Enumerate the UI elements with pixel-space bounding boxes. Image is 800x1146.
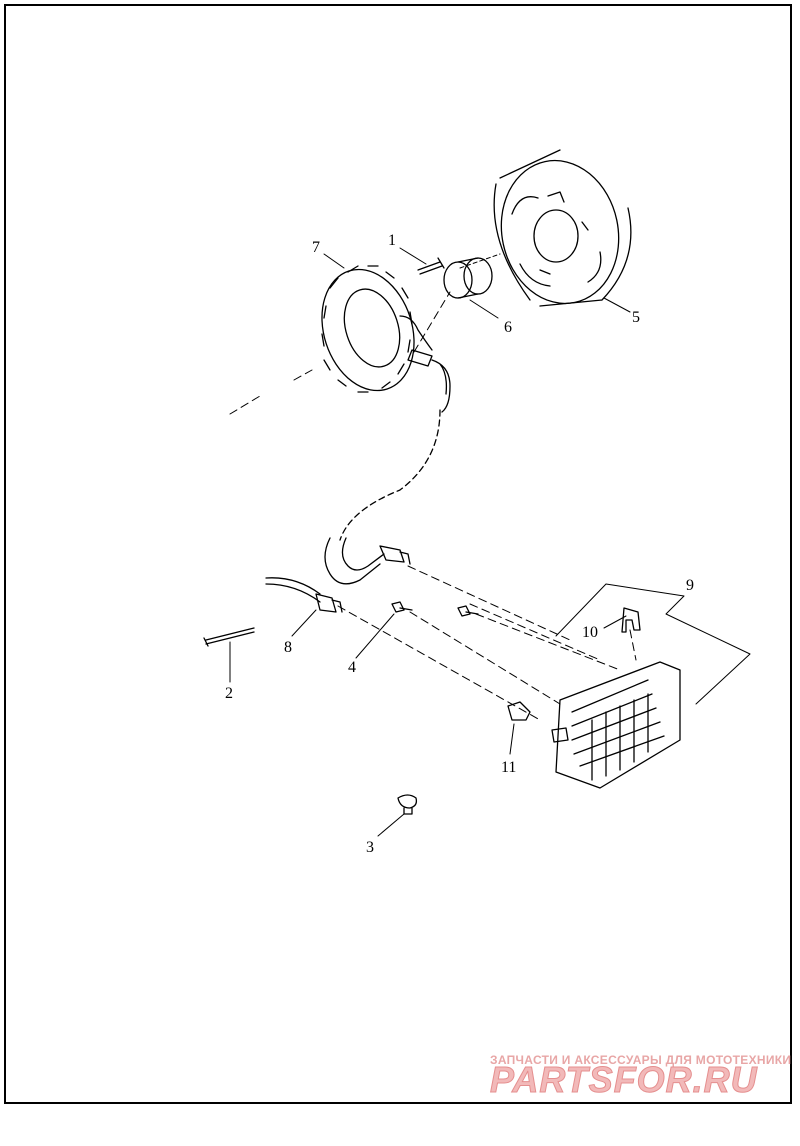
leader-4 — [355, 613, 395, 659]
grommet-part — [397, 794, 418, 815]
screw-part — [391, 601, 413, 613]
leader-10 — [603, 615, 627, 629]
leader-7 — [323, 253, 345, 269]
callout-8: 8 — [284, 639, 292, 656]
callout-9: 9 — [686, 577, 694, 594]
callout-5: 5 — [632, 309, 640, 326]
leader-11 — [509, 723, 515, 755]
regulator-part — [551, 661, 681, 789]
leader-9 — [555, 583, 751, 705]
leader-1 — [399, 247, 427, 265]
leader-8 — [291, 609, 317, 637]
callout-labels: 1 2 3 4 5 6 7 8 9 10 11 — [225, 232, 694, 856]
clip-part-11 — [507, 701, 531, 721]
watermark: ЗАПЧАСТИ И АКСЕССУАРЫ ДЛЯ МОТОТЕХНИКИ PA… — [490, 1053, 792, 1101]
callout-7: 7 — [312, 239, 320, 256]
leader-6 — [469, 299, 499, 319]
leader-3 — [377, 813, 405, 837]
watermark-tagline: ЗАПЧАСТИ И АКСЕССУАРЫ ДЛЯ МОТОТЕХНИКИ — [490, 1053, 791, 1067]
callout-3: 3 — [366, 839, 374, 856]
leader-5 — [603, 297, 631, 313]
stator-part — [321, 265, 451, 413]
bolt-part — [417, 257, 445, 275]
clip-part — [621, 607, 641, 633]
callout-10: 10 — [582, 624, 598, 641]
bushing-part — [443, 257, 493, 299]
cable-strap-part — [203, 627, 255, 647]
callout-4: 4 — [348, 659, 356, 676]
diagram-frame — [4, 4, 792, 1104]
callout-6: 6 — [504, 319, 512, 336]
callout-1: 1 — [388, 232, 396, 249]
rotor-part — [493, 149, 632, 307]
screw-pair-part — [457, 605, 479, 617]
watermark-logo: PARTSFOR.RU — [490, 1059, 758, 1100]
harness-cable — [265, 409, 441, 613]
callout-2: 2 — [225, 685, 233, 702]
callout-11: 11 — [501, 759, 516, 776]
